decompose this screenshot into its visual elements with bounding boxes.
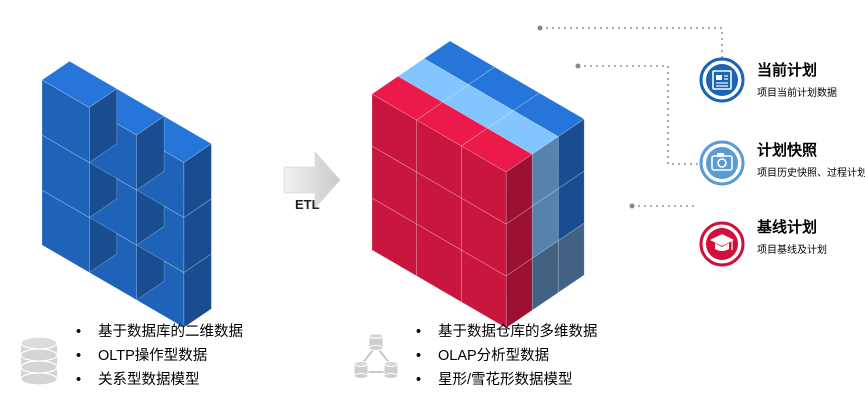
list-item: 关系型数据模型 (76, 368, 243, 392)
database-cylinder-icon (20, 336, 58, 386)
legend-baseline: 基线计划 项目基线及计划 (757, 219, 865, 258)
connector-dot (575, 63, 581, 69)
cube-right-face (136, 115, 165, 191)
star-schema-icon (353, 333, 399, 379)
document-icon (699, 57, 745, 103)
cube-right-face (505, 153, 533, 225)
cube-right-face (183, 143, 212, 219)
cube-cell (460, 127, 533, 225)
list-item: OLAP分析型数据 (416, 344, 598, 368)
connector-dot (537, 25, 543, 31)
legend-title: 基线计划 (757, 219, 818, 236)
legend-subtitle: 项目当前计划数据 (757, 88, 837, 99)
legend-subtitle: 项目基线及计划 (757, 245, 827, 256)
left-feature-list: 基于数据库的二维数据 OLTP操作型数据 关系型数据模型 (76, 320, 243, 392)
legend-title: 当前计划 (757, 62, 818, 79)
right-feature-list: 基于数据仓库的多维数据 OLAP分析型数据 星形/雪花形数据模型 (416, 320, 598, 392)
legend-title: 计划快照 (757, 142, 818, 159)
etl-arrow (283, 150, 341, 210)
camera-icon (699, 140, 745, 186)
etl-label: ETL (295, 197, 320, 212)
multidimensional-data-cube (371, 40, 585, 329)
connector-snapshot (578, 65, 700, 165)
two-dimensional-data-block (41, 60, 212, 329)
list-item: OLTP操作型数据 (76, 344, 243, 368)
list-item: 星形/雪花形数据模型 (416, 368, 598, 392)
list-item: 基于数据库的二维数据 (76, 320, 243, 344)
graduation-cap-icon (699, 221, 745, 267)
cube-cell (41, 60, 118, 164)
connector-lines (540, 27, 723, 207)
legend-current-plan: 当前计划 项目当前计划数据 (757, 62, 865, 101)
connector-current-plan (540, 27, 723, 60)
list-item: 基于数据仓库的多维数据 (416, 320, 598, 344)
cube-right-face (89, 88, 118, 164)
legend-subtitle: 项目历史快照、过程计划 (757, 168, 865, 179)
connector-dot (629, 203, 635, 209)
legend-snapshot: 计划快照 项目历史快照、过程计划 (757, 142, 865, 181)
